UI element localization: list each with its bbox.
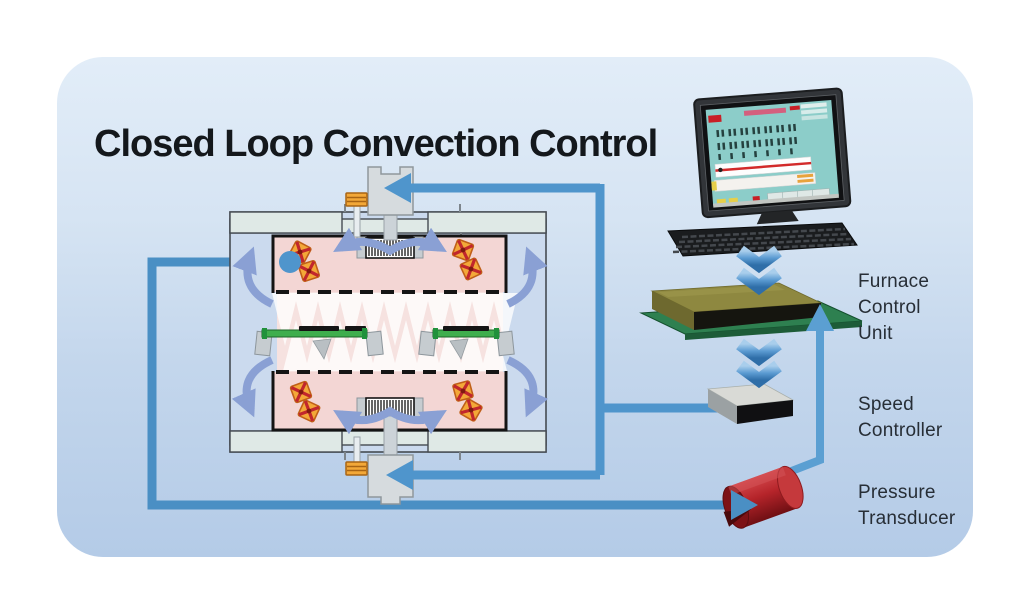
down-chevron-icon (740, 366, 778, 380)
rpm-sensor-bottom (345, 436, 368, 476)
controller-left (708, 389, 737, 424)
fcu-arrowhead (806, 304, 834, 331)
furnace-control-unit-label: Furnace Control Unit (858, 271, 930, 344)
down-chevron-icon (740, 344, 778, 358)
blower-shaft-top (383, 213, 398, 241)
blower-shaft-bottom (383, 415, 398, 458)
recirculation-arrows (231, 227, 549, 435)
speed-controller-label: Speed Controller (858, 394, 943, 441)
conveyor-rail (261, 329, 368, 338)
pcb-conveyor (254, 326, 515, 360)
furnace-top-wall (229, 204, 547, 241)
rpm-sensor-top (345, 192, 368, 238)
conveyor-hanger (312, 338, 332, 360)
furnace-assembly (229, 166, 549, 505)
signal-arrowheads (384, 173, 834, 520)
controller-front (737, 400, 793, 424)
pcb-board (345, 326, 366, 331)
speed-controller-box (706, 383, 795, 424)
furnace-control-unit-board (639, 282, 863, 340)
conveyor-hanger (449, 338, 469, 360)
control-software-ui (708, 102, 839, 208)
pressure-sensor-loop-line (147, 257, 737, 510)
diagram-title: Closed Loop Convection Control (94, 123, 658, 166)
air-jet-nozzles-top (272, 293, 518, 346)
monitor-stand (756, 210, 799, 225)
fcu-box-left (652, 291, 694, 330)
computer-monitor (693, 87, 852, 225)
speed-control-line (595, 184, 722, 475)
down-chevron-icon (740, 251, 778, 265)
down-chevron-icon (740, 273, 778, 287)
pressure-sensor-tap (279, 251, 301, 273)
pcb-board (299, 326, 339, 331)
pressure-transducer-label: Pressure Transducer (858, 482, 956, 529)
pressure-transducer-cylinder (722, 465, 804, 529)
pcb-board (443, 326, 489, 331)
fcu-box-front (694, 303, 821, 330)
keyboard (667, 222, 858, 257)
transducer-arrowhead (731, 490, 758, 520)
conveyor-rail (432, 329, 500, 338)
